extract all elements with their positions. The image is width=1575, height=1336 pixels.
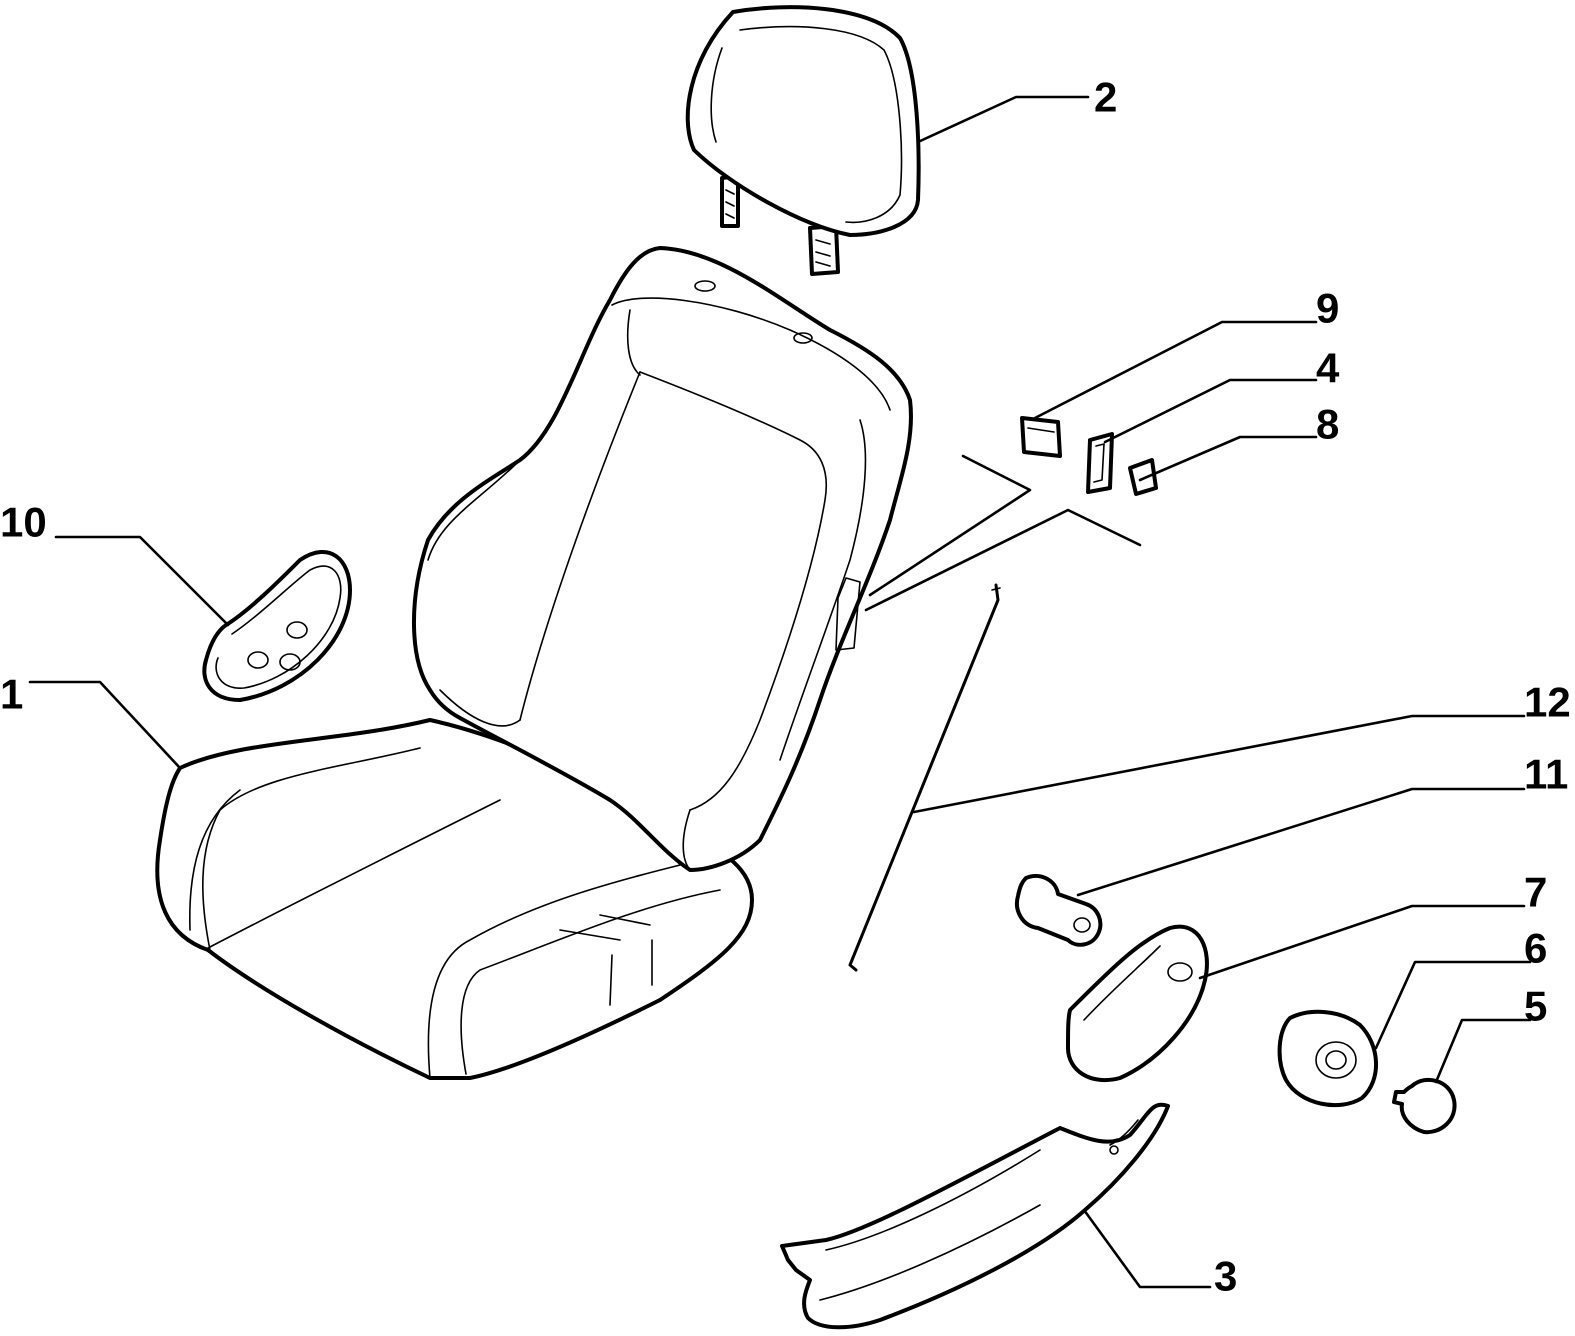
callout-2: 2: [1094, 74, 1117, 121]
callout-11: 11: [1524, 751, 1568, 798]
knob-cap-part: [1392, 1077, 1457, 1135]
clip-part-4: [1086, 432, 1114, 494]
callout-10: 10: [0, 499, 47, 546]
callout-3: 3: [1214, 1253, 1237, 1300]
bolt-part: [1015, 874, 1103, 947]
callout-labels: 2 9 4 8 10 1 12 11 7 6 5 3: [0, 74, 1571, 1300]
control-panel-part: [202, 549, 352, 702]
callout-6: 6: [1524, 925, 1547, 972]
callout-9: 9: [1316, 285, 1339, 332]
headrest-part: [685, 5, 921, 276]
callout-4: 4: [1316, 345, 1340, 392]
callout-8: 8: [1316, 401, 1339, 448]
callout-1: 1: [0, 671, 23, 718]
clip-part-8: [1128, 458, 1158, 496]
callout-12: 12: [1524, 679, 1571, 726]
callout-5: 5: [1524, 983, 1547, 1030]
callout-7: 7: [1524, 869, 1547, 916]
leader-lines: [28, 95, 1532, 1289]
side-trim-part: [780, 1102, 1170, 1330]
rod-part: [848, 583, 1001, 972]
clip-part-9: [1020, 416, 1062, 458]
knob-base-part: [1277, 1009, 1378, 1108]
cover-plate-part: [1066, 924, 1209, 1082]
explosion-lines: [864, 454, 1142, 612]
seat-assembly-part: [155, 246, 913, 1080]
